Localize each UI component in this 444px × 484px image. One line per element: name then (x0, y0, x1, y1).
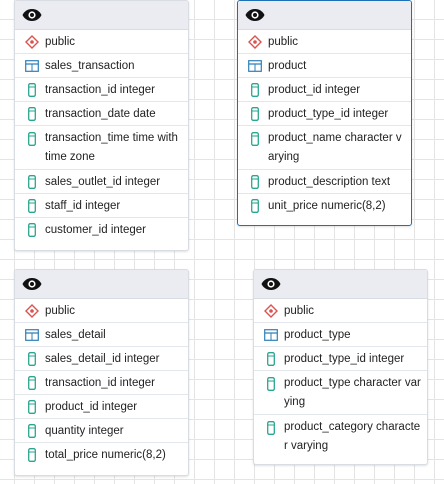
table-name-label: product (268, 60, 307, 72)
table-grid-icon (25, 325, 39, 345)
column-label: product_id integer (268, 84, 361, 96)
column-row[interactable]: transaction_date date (15, 102, 188, 126)
schema-label: public (268, 36, 299, 48)
column-cylinder-icon (25, 397, 39, 417)
column-cylinder-icon (25, 80, 39, 100)
column-cylinder-icon (25, 349, 39, 369)
table-node-product[interactable]: public product product_id integer produc… (237, 0, 412, 226)
column-cylinder-icon (264, 374, 278, 394)
column-row[interactable]: product_type character varying (254, 371, 427, 415)
column-row[interactable]: total_price numeric(8,2) (15, 443, 188, 467)
column-cylinder-icon (248, 129, 262, 149)
column-row[interactable]: quantity integer (15, 419, 188, 443)
table-grid-icon (248, 56, 262, 76)
column-cylinder-icon (264, 349, 278, 369)
column-row[interactable]: product_id integer (15, 395, 188, 419)
node-header (238, 1, 411, 30)
column-cylinder-icon (25, 373, 39, 393)
column-label: product_type_id integer (268, 108, 389, 120)
schema-label: public (45, 305, 76, 317)
table-name-label: product_type (284, 329, 351, 341)
column-cylinder-icon (25, 445, 39, 465)
column-label: unit_price numeric(8,2) (268, 200, 386, 212)
column-cylinder-icon (25, 220, 39, 240)
table-node-product-type[interactable]: public product_type product_type_id inte… (253, 269, 428, 465)
column-row[interactable]: customer_id integer (15, 218, 188, 242)
column-label: transaction_id integer (45, 84, 155, 96)
column-row[interactable]: transaction_id integer (15, 371, 188, 395)
column-row[interactable]: unit_price numeric(8,2) (238, 194, 411, 218)
table-grid-icon (25, 56, 39, 76)
column-label: sales_outlet_id integer (45, 176, 161, 188)
column-label: product_type character varying (284, 377, 421, 408)
table-node-sales-transaction[interactable]: public sales_transaction transaction_id … (14, 0, 189, 251)
schema-row[interactable]: public (254, 299, 427, 323)
column-row[interactable]: sales_outlet_id integer (15, 170, 188, 194)
eye-icon[interactable] (21, 273, 43, 295)
column-label: product_id integer (45, 401, 138, 413)
column-label: transaction_date date (45, 108, 156, 120)
column-label: total_price numeric(8,2) (45, 449, 166, 461)
table-grid-icon (264, 325, 278, 345)
eye-icon[interactable] (260, 273, 282, 295)
schema-diamond-icon (248, 32, 262, 52)
column-cylinder-icon (264, 418, 278, 438)
column-cylinder-icon (25, 172, 39, 192)
column-label: product_description text (268, 176, 391, 188)
column-row[interactable]: transaction_id integer (15, 78, 188, 102)
column-row[interactable]: product_id integer (238, 78, 411, 102)
column-cylinder-icon (248, 172, 262, 192)
schema-label: public (45, 36, 76, 48)
column-row[interactable]: product_description text (238, 170, 411, 194)
column-row[interactable]: product_type_id integer (238, 102, 411, 126)
column-label: sales_detail_id integer (45, 353, 160, 365)
node-header (15, 1, 188, 30)
table-name-row[interactable]: product (238, 54, 411, 78)
schema-diamond-icon (25, 32, 39, 52)
table-name-label: sales_transaction (45, 60, 135, 72)
table-name-label: sales_detail (45, 329, 106, 341)
column-label: staff_id integer (45, 200, 121, 212)
schema-diamond-icon (25, 301, 39, 321)
column-row[interactable]: sales_detail_id integer (15, 347, 188, 371)
table-name-row[interactable]: sales_detail (15, 323, 188, 347)
schema-label: public (284, 305, 315, 317)
column-label: product_type_id integer (284, 353, 405, 365)
column-label: transaction_time time with time zone (45, 132, 178, 163)
column-row[interactable]: staff_id integer (15, 194, 188, 218)
table-node-sales-detail[interactable]: public sales_detail sales_detail_id inte… (14, 269, 189, 476)
column-row[interactable]: product_type_id integer (254, 347, 427, 371)
schema-diamond-icon (264, 301, 278, 321)
column-label: quantity integer (45, 425, 124, 437)
schema-row[interactable]: public (238, 30, 411, 54)
table-name-row[interactable]: sales_transaction (15, 54, 188, 78)
column-cylinder-icon (248, 104, 262, 124)
node-header (254, 270, 427, 299)
column-cylinder-icon (248, 196, 262, 216)
column-cylinder-icon (25, 104, 39, 124)
column-label: transaction_id integer (45, 377, 155, 389)
eye-icon[interactable] (244, 4, 266, 26)
column-cylinder-icon (25, 421, 39, 441)
column-row[interactable]: product_name character varying (238, 126, 411, 170)
column-label: product_name character varying (268, 132, 402, 163)
column-cylinder-icon (25, 196, 39, 216)
column-cylinder-icon (25, 129, 39, 149)
column-label: customer_id integer (45, 224, 146, 236)
schema-row[interactable]: public (15, 30, 188, 54)
column-label: product_category character varying (284, 421, 421, 452)
table-name-row[interactable]: product_type (254, 323, 427, 347)
column-cylinder-icon (248, 80, 262, 100)
column-row[interactable]: product_category character varying (254, 415, 427, 458)
eye-icon[interactable] (21, 4, 43, 26)
column-row[interactable]: transaction_time time with time zone (15, 126, 188, 170)
node-header (15, 270, 188, 299)
schema-row[interactable]: public (15, 299, 188, 323)
